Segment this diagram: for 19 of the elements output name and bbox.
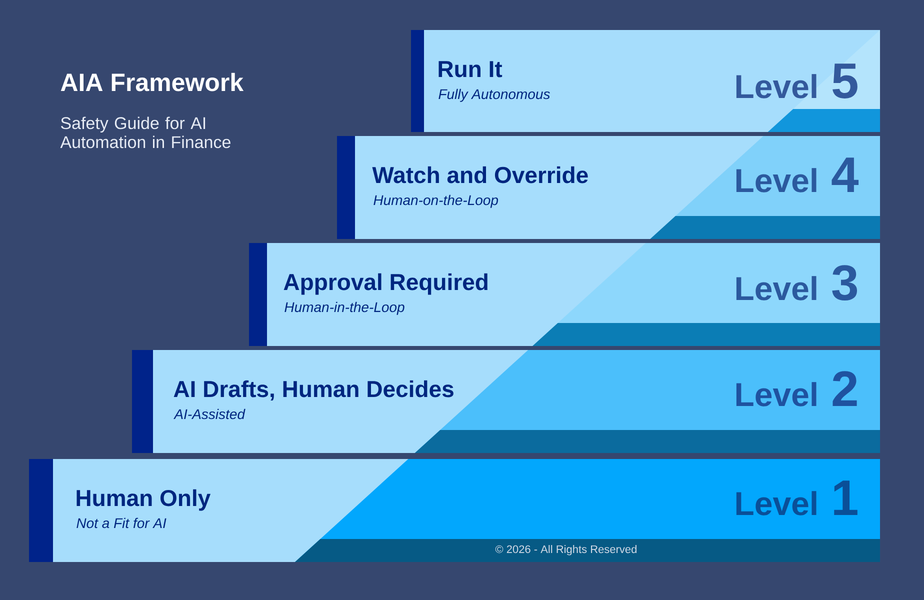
band-heading: Watch and Override [372, 166, 588, 184]
title: AIA Framework [60, 72, 244, 92]
level-label: Level [736, 74, 816, 98]
band-subtitle: Human-on-the-Loop [374, 194, 498, 208]
level-number: 4 [832, 158, 859, 192]
band-heading: Run It [438, 61, 502, 78]
level-label: Level [736, 168, 816, 192]
band-subtitle: Fully Autonomous [438, 88, 550, 102]
step-band [337, 136, 880, 239]
level-label: Level [736, 382, 816, 406]
copyright-notice: © 2026 - All Rights Reserved [495, 545, 636, 556]
level-number: 1 [834, 480, 858, 515]
step-band [132, 350, 880, 453]
level-label: Level [736, 491, 816, 516]
level-number: 2 [832, 371, 857, 406]
step-band [249, 243, 880, 346]
level-number: 5 [832, 64, 858, 98]
level-label: Level [736, 276, 816, 300]
level-number: 3 [832, 265, 857, 301]
